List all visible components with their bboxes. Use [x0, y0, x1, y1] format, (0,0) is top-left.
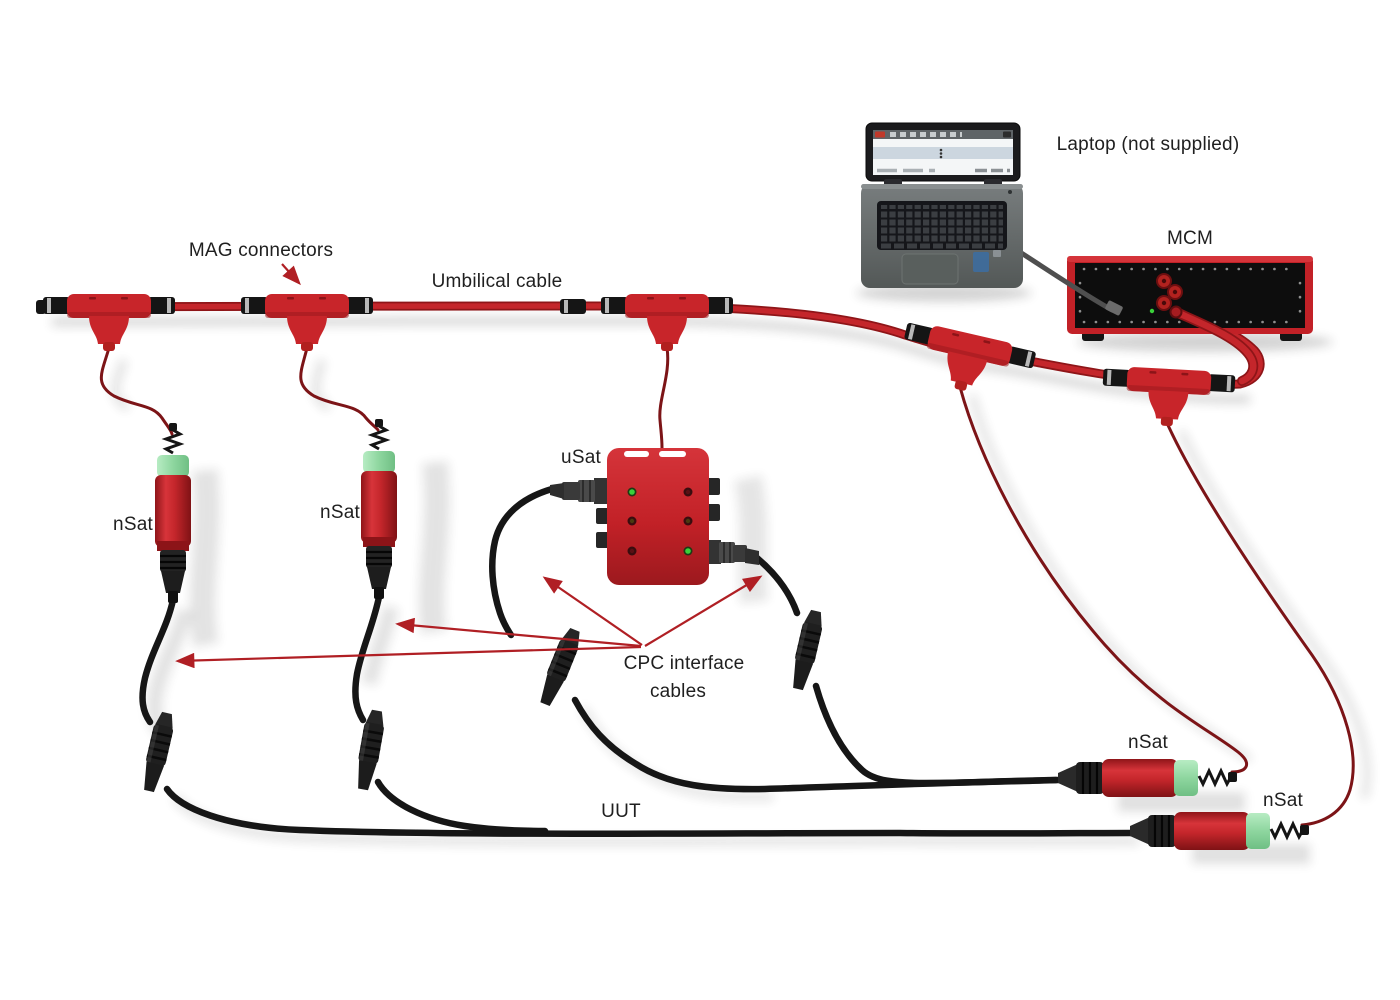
nsat-device-1: [153, 453, 193, 605]
mcm-unit: [1009, 244, 1313, 386]
coil-springs: [161, 419, 391, 455]
cpc-arrow-2: [395, 617, 642, 648]
usat-device: [550, 448, 759, 585]
cpc-cable-usat-left: [489, 485, 556, 639]
label-nsat-3: nSat: [1128, 732, 1168, 754]
cpc-cable-nsat1: [139, 596, 177, 726]
uut-run-lower: [163, 785, 1135, 837]
inline-connector-icon: [787, 607, 827, 693]
drop-arc-right-1: [958, 385, 1248, 774]
label-uut: UUT: [601, 801, 641, 823]
label-nsat-4: nSat: [1263, 790, 1303, 812]
usat-leds: [627, 487, 693, 556]
satellite-drop-cables: [99, 346, 1355, 827]
label-usat: uSat: [561, 447, 601, 469]
mag-connector-icon: [895, 319, 1038, 405]
label-cpc-line1: CPC interface: [623, 653, 745, 675]
cpc-uut-cables: [139, 485, 1135, 837]
cpc-arrow-4: [644, 575, 763, 647]
nsat-device-2: [359, 449, 399, 601]
mag-arrow: [281, 263, 301, 286]
laptop-touchpad: [901, 253, 959, 285]
inline-connector-icon: [138, 709, 178, 795]
cpc-arrow-3: [542, 576, 643, 646]
label-nsat-2: nSat: [320, 502, 360, 524]
nsat-device-3: [1056, 757, 1239, 799]
laptop: [861, 122, 1023, 288]
cpc-cable-usat-right: [753, 554, 801, 617]
cpc-arrow-1: [175, 645, 642, 669]
label-cpc-line2: cables: [649, 681, 707, 703]
label-laptop: Laptop (not supplied): [1056, 134, 1240, 156]
app-logo-icon: [875, 131, 885, 138]
label-nsat-1: nSat: [113, 514, 153, 536]
label-umbilical-cable: Umbilical cable: [431, 271, 563, 293]
cpc-cable-nsat2: [352, 593, 383, 724]
mcm-ports: [1149, 273, 1183, 314]
inline-connectors: [138, 607, 827, 795]
drop-arc-right-2: [1165, 421, 1355, 827]
annotation-arrows: [175, 263, 763, 669]
label-mcm: MCM: [1167, 228, 1213, 250]
label-mag-connectors: MAG connectors: [188, 240, 334, 262]
inline-connector-icon: [351, 707, 389, 793]
